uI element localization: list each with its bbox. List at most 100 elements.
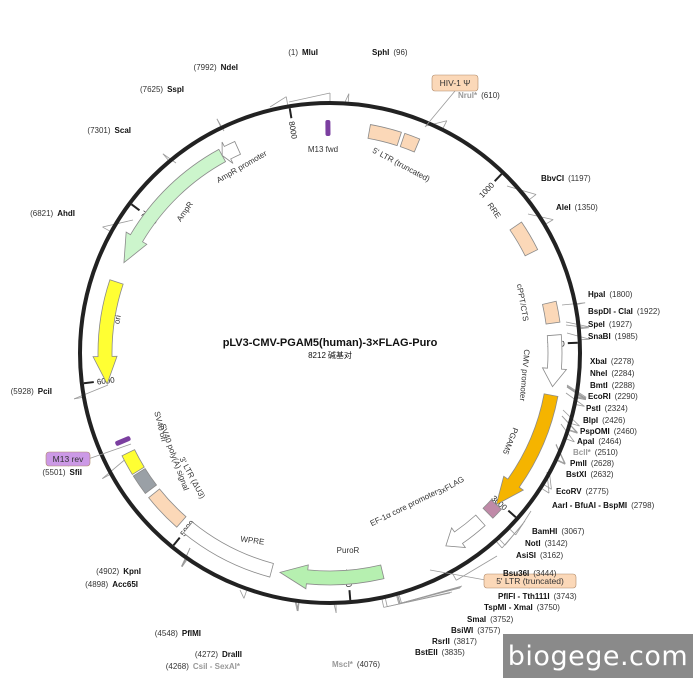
site-tick — [566, 438, 575, 443]
site-label: SnaBI(1985) — [588, 332, 638, 341]
feature-box — [542, 300, 561, 325]
callout-leader — [424, 90, 456, 128]
plasmid-name: pLV3-CMV-PGAM5(human)-3×FLAG-Puro — [223, 337, 438, 349]
site-position: (7301) — [87, 126, 110, 135]
site-label: BlpI(2426) — [583, 416, 626, 425]
site-label: AleI (1350) — [556, 203, 598, 212]
site-leader — [288, 92, 331, 103]
feature-label: cPPT/CTS — [515, 283, 530, 322]
site-label: HpaI (1800) — [588, 290, 633, 299]
site-position: (3750) — [537, 603, 560, 612]
plasmid-size-value: 8212 — [308, 351, 326, 360]
site-label: (4268)CsiI - SexAI* — [166, 662, 241, 671]
site-tick — [442, 120, 448, 129]
site-name: EcoRI — [588, 392, 611, 401]
feature-arrow — [123, 148, 227, 264]
site-tick — [571, 423, 580, 427]
ruler-tick — [493, 173, 503, 182]
site-name: SfiI — [70, 468, 82, 477]
site-name: BamHI — [532, 527, 557, 536]
site-name: KpnI — [123, 567, 141, 576]
site-position: (4272) — [195, 650, 218, 659]
site-label: MscI*(4076) — [332, 660, 380, 669]
site-name: PmlI — [570, 459, 587, 468]
site-name: HpaI — [588, 290, 605, 299]
site-name: PciI — [38, 387, 52, 396]
feature-label: WPRE — [240, 534, 265, 546]
feature-box — [399, 132, 421, 153]
site-position: (1800) — [609, 290, 632, 299]
site-label: EcoRI(2290) — [588, 392, 638, 401]
site-name: NdeI — [221, 63, 238, 72]
site-name: PstI — [586, 404, 601, 413]
site-label: NheI(2284) — [590, 369, 635, 378]
ruler-tick — [507, 509, 517, 518]
site-label: (5928)PciI — [11, 387, 52, 396]
plasmid-size-unit: 碱基对 — [328, 350, 352, 360]
site-name: DraIII — [222, 650, 242, 659]
site-tick — [544, 484, 552, 490]
site-position: (1927) — [609, 320, 632, 329]
site-leader — [73, 384, 109, 400]
callout-box — [483, 573, 577, 589]
site-position: (1350) — [575, 203, 598, 212]
site-name: ScaI — [115, 126, 131, 135]
site-label: (4902)KpnI — [96, 567, 141, 576]
site-name: BbvCI — [541, 174, 564, 183]
callout-label: 5' LTR (truncated) — [496, 576, 564, 586]
site-tick — [396, 595, 400, 604]
site-label: (7301) ScaI — [87, 126, 131, 135]
site-position: (6821) — [30, 209, 53, 218]
site-label: SmaI(3752) — [467, 615, 514, 624]
site-leader — [344, 93, 350, 103]
site-guide-lines — [73, 92, 590, 614]
callout-box — [45, 451, 91, 467]
site-label: PstI(2324) — [586, 404, 628, 413]
site-label: BstXI(2632) — [566, 470, 614, 479]
site-position: (3743) — [554, 592, 577, 601]
site-position: (4076) — [357, 660, 380, 669]
site-tick — [397, 595, 401, 604]
site-name: Bsu36I — [503, 569, 529, 578]
site-tick — [398, 595, 402, 604]
site-name: MluI — [302, 48, 318, 57]
site-position: (4898) — [85, 580, 108, 589]
site-position: (610) — [481, 91, 500, 100]
site-name: BstEII — [415, 648, 438, 657]
site-tick — [385, 598, 388, 607]
feature-label: RRE — [486, 201, 503, 220]
site-name: PspOMI — [580, 427, 610, 436]
feature-arrow — [495, 393, 559, 506]
site-tick — [347, 93, 350, 102]
site-name: AleI — [556, 203, 571, 212]
site-leader — [333, 603, 337, 614]
site-position: (2278) — [611, 357, 634, 366]
site-tick — [557, 460, 566, 465]
site-leader — [269, 96, 287, 108]
site-position: (2284) — [611, 369, 634, 378]
site-tick — [576, 404, 585, 407]
site-position: (3162) — [540, 551, 563, 560]
feature-label: CMV promoter — [518, 349, 532, 402]
site-name: PflMI — [182, 629, 201, 638]
site-tick — [577, 397, 586, 401]
site-position: (2460) — [614, 427, 637, 436]
site-name: XbaI — [590, 357, 607, 366]
ruler-tick — [130, 203, 141, 212]
site-label: BbvCI (1197) — [541, 174, 591, 183]
site-label: (4548)PflMI — [155, 629, 201, 638]
site-position: (3817) — [454, 637, 477, 646]
feature-box — [132, 467, 158, 495]
site-label: AsiSI(3162) — [516, 551, 563, 560]
site-position: (1197) — [568, 174, 591, 183]
site-name: BmtI — [590, 381, 608, 390]
site-position: (7625) — [140, 85, 163, 94]
site-tick — [509, 529, 517, 536]
site-name: SmaI — [467, 615, 486, 624]
site-label: BclI*(2510) — [573, 448, 618, 457]
site-leader — [398, 587, 461, 605]
site-position: (5501) — [42, 468, 65, 477]
